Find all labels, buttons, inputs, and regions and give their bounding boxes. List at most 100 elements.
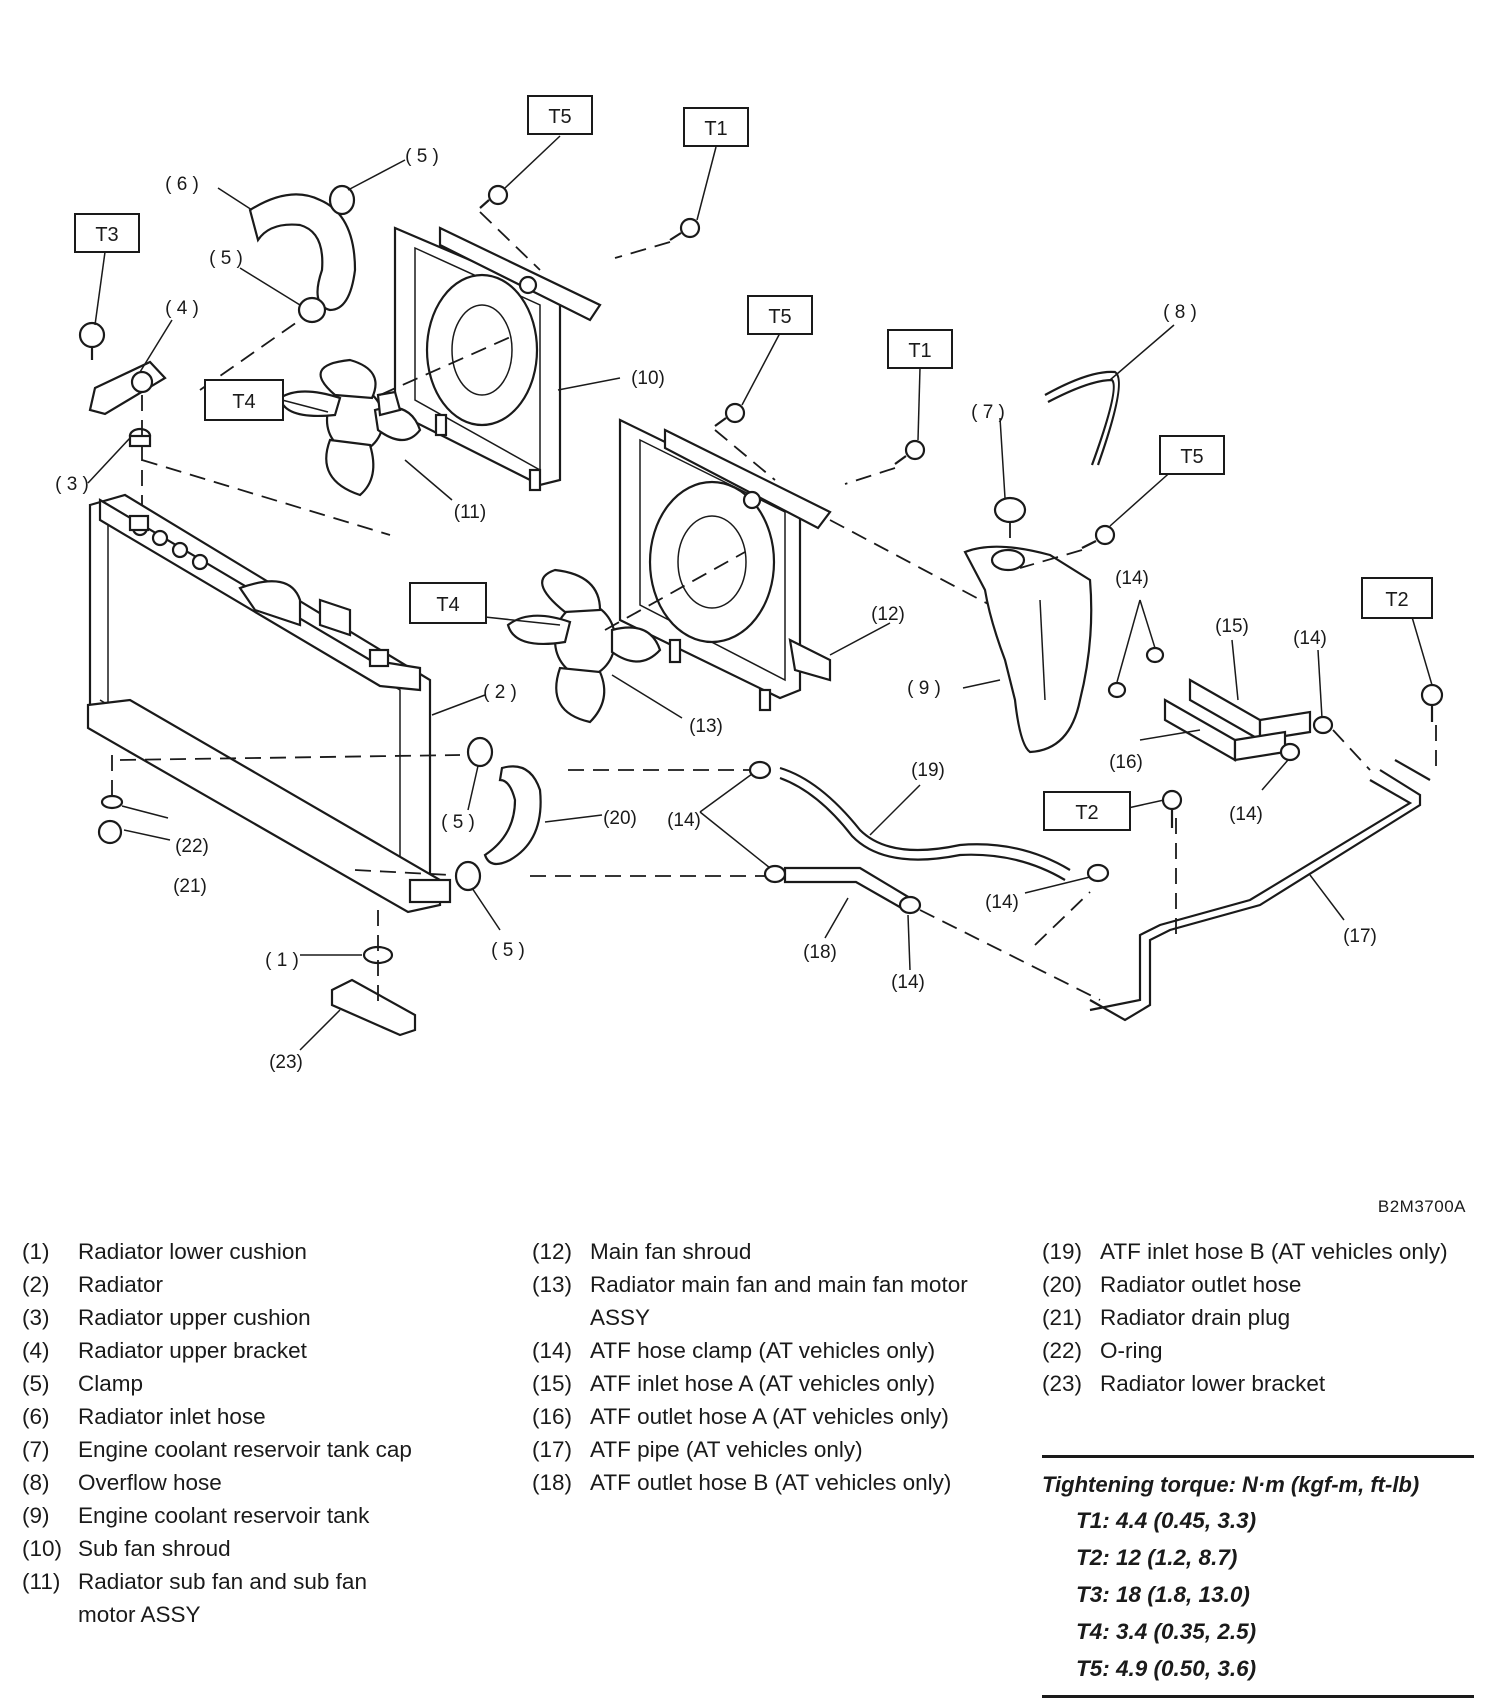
legend-item: (11)Radiator sub fan and sub fan motor A… [22,1565,422,1631]
legend-item-number: (18) [532,1470,573,1495]
callout-14-top: (14) [1115,568,1149,589]
legend-item-text: Radiator outlet hose [1100,1272,1302,1297]
legend-item-number: (12) [532,1239,573,1264]
legend-item-text: Main fan shroud [590,1239,752,1264]
callout-3: ( 3 ) [55,474,89,495]
legend-item-number: (14) [532,1338,573,1363]
svg-text:T2: T2 [1385,589,1408,611]
legend-item-number: (7) [22,1437,50,1462]
torque-tag-t1-main-bolt: T1 [887,329,953,369]
legend-item-text: Radiator [78,1272,164,1297]
legend-item: (19) ATF inlet hose B (AT vehicles only) [1042,1235,1482,1268]
legend-item-number: (6) [22,1404,50,1429]
lower-clamps [454,736,494,892]
legend-item-number: (1) [22,1239,50,1264]
tightening-torque-table: Tightening torque: N·m (kgf-m, ft-lb) T1… [1042,1455,1474,1698]
sub-fan-shroud [393,226,602,492]
exploded-parts-diagram: T5 T1 T3 T4 T5 T1 T5 T4 T2 T2 ( 5 ) ( 6 … [55,95,1444,1073]
legend-item: (23)Radiator lower bracket [1042,1367,1482,1400]
legend-item-number: (2) [22,1272,50,1297]
legend-item-text: ATF outlet hose B (AT vehicles only) [590,1470,952,1495]
callout-12: (12) [871,604,905,625]
callout-22: (22) [175,836,209,857]
radiator [86,493,452,914]
legend-item-text: Radiator main fan and main fan motor ASS… [590,1272,968,1330]
legend-item: (16)ATF outlet hose A (AT vehicles only) [532,1400,972,1433]
main-fan [506,568,662,724]
atf-pipe [1089,759,1431,1022]
torque-tag-t5-main-bolt: T5 [747,295,813,335]
callout-14-bottom: (14) [891,972,925,993]
svg-text:T5: T5 [548,106,571,128]
legend-item-text: ATF hose clamp (AT vehicles only) [590,1338,936,1363]
legend-item: (17)ATF pipe (AT vehicles only) [532,1433,972,1466]
torque-row: T4: 3.4 (0.35, 2.5) [1076,1619,1257,1644]
torque-tag-t4-main-fan: T4 [409,582,487,624]
legend-item-number: (11) [22,1569,61,1594]
legend-item-number: (20) [1042,1272,1083,1297]
torque-title: Tightening torque: N·m (kgf-m, ft-lb) [1042,1472,1420,1497]
callout-14-right-lower: (14) [1229,804,1263,825]
svg-text:T3: T3 [95,224,118,246]
radiator-outlet-hose [483,765,542,866]
legend-item: (20) Radiator outlet hose [1042,1268,1482,1301]
legend-item-number: (10) [22,1536,63,1561]
legend-item-text: Radiator upper bracket [78,1338,307,1363]
legend-item-number: (16) [532,1404,573,1429]
legend-item: (5) Clamp [22,1367,422,1400]
torque-tag-t5-tank-bolt: T5 [1159,435,1225,475]
legend-item-number: (4) [22,1338,50,1363]
radiator-upper-bracket [78,321,167,416]
legend-item-text: Radiator lower cushion [78,1239,307,1264]
legend-item: (18) ATF outlet hose B (AT vehicles only) [532,1466,972,1499]
legend-item: (13)Radiator main fan and main fan motor… [532,1268,972,1334]
bolts [479,184,1444,828]
legend-item: (3)Radiator upper cushion [22,1301,422,1334]
legend-item-number: (15) [532,1371,573,1396]
torque-row: T5: 4.9 (0.50, 3.6) [1076,1656,1257,1681]
torque-bottom-rule [1042,1695,1474,1698]
callout-15: (15) [1215,616,1249,637]
legend-item-number: (19) [1042,1239,1083,1264]
legend-item-number: (5) [22,1371,50,1396]
legend-item-text: Radiator lower bracket [1100,1371,1326,1396]
torque-tag-t1-sub-bolt: T1 [683,107,749,147]
callout-7: ( 7 ) [971,402,1005,423]
legend-item-number: (22) [1042,1338,1083,1363]
torque-row: T1: 4.4 (0.45, 3.3) [1076,1508,1257,1533]
legend-item-text: ATF pipe (AT vehicles only) [590,1437,863,1462]
legend-item: (22) O-ring [1042,1334,1482,1367]
svg-text:T1: T1 [908,340,931,362]
callout-5-upper-clamp: ( 5 ) [209,248,243,269]
radiator-drain-plug [97,819,123,845]
legend-item: (7)Engine coolant reservoir tank cap [22,1433,422,1466]
callout-14-right-upper: (14) [1293,628,1327,649]
legend-item: (21)Radiator drain plug [1042,1301,1482,1334]
callout-5-low: ( 5 ) [491,940,525,961]
torque-row: T2: 12 (1.2, 8.7) [1076,1545,1238,1570]
callout-11: (11) [454,502,486,523]
radiator-upper-cushion [128,427,152,448]
legend-item-text: ATF inlet hose B (AT vehicles only) [1100,1239,1448,1264]
legend-item: (8)Overflow hose [22,1466,422,1499]
sub-fan [278,358,422,497]
legend-item-number: (3) [22,1305,50,1330]
callout-13: (13) [689,716,723,737]
callout-16: (16) [1109,752,1143,773]
legend-item-text: O-ring [1100,1338,1163,1363]
legend-column-3: (19)ATF inlet hose B (AT vehicles only)(… [1042,1235,1482,1400]
torque-row: T3: 18 (1.8, 13.0) [1076,1582,1250,1607]
legend-item-text: Sub fan shroud [78,1536,231,1561]
atf-clamps [748,646,1334,915]
callout-5-mid: ( 5 ) [441,812,475,833]
atf-inlet-hose-b [779,766,1071,881]
legend-column-1: (1)Radiator lower cushion(2)Radiator(3)R… [22,1235,422,1631]
legend-item: (2) Radiator [22,1268,422,1301]
callout-14-center: (14) [985,892,1019,913]
legend-item-text: Clamp [78,1371,144,1396]
svg-text:T5: T5 [768,306,791,328]
svg-text:T4: T4 [436,594,459,616]
legend-item-text: Radiator drain plug [1100,1305,1291,1330]
callout-4: ( 4 ) [165,298,199,319]
callout-6: ( 6 ) [165,174,199,195]
